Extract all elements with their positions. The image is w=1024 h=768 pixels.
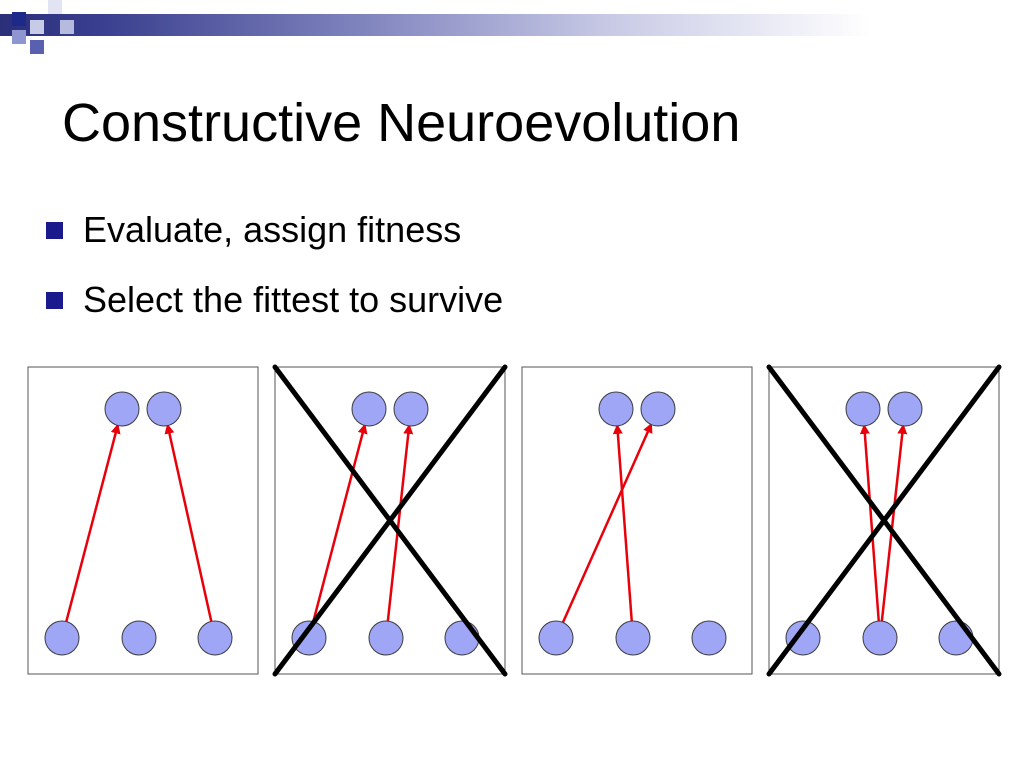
corner-squares-logo — [0, 0, 80, 70]
input-node — [691, 620, 727, 656]
input-node — [121, 620, 157, 656]
output-node — [104, 391, 140, 427]
header-gradient-band — [0, 14, 1024, 36]
input-node — [291, 620, 327, 656]
input-node — [615, 620, 651, 656]
input-node — [44, 620, 80, 656]
connection-arrow — [164, 423, 213, 622]
square-bullet-icon — [46, 291, 63, 309]
output-node — [598, 391, 634, 427]
output-node — [640, 391, 676, 427]
connection-arrow — [312, 423, 368, 622]
input-node — [785, 620, 821, 656]
output-node — [351, 391, 387, 427]
connection-arrow — [65, 423, 121, 622]
input-node — [862, 620, 898, 656]
connection-arrow — [386, 423, 414, 622]
bullet-item: Select the fittest to survive — [46, 265, 503, 335]
connection-arrow — [859, 423, 880, 622]
output-node — [393, 391, 429, 427]
connection-arrow — [561, 422, 653, 623]
input-node — [938, 620, 974, 656]
connection-arrow — [880, 423, 908, 622]
output-node — [146, 391, 182, 427]
input-node — [197, 620, 233, 656]
output-node — [845, 391, 881, 427]
slide-title: Constructive Neuroevolution — [62, 93, 741, 153]
square-bullet-icon — [46, 221, 63, 239]
bullet-list: Evaluate, assign fitness Select the fitt… — [46, 195, 503, 335]
input-node — [368, 620, 404, 656]
elimination-cross-line — [766, 364, 1002, 677]
elimination-cross-line — [272, 364, 508, 677]
output-node — [887, 391, 923, 427]
connection-arrow — [612, 423, 633, 622]
input-node — [538, 620, 574, 656]
input-node — [444, 620, 480, 656]
bullet-item: Evaluate, assign fitness — [46, 195, 503, 265]
bullet-text: Select the fittest to survive — [83, 279, 504, 320]
bullet-text: Evaluate, assign fitness — [83, 209, 462, 250]
